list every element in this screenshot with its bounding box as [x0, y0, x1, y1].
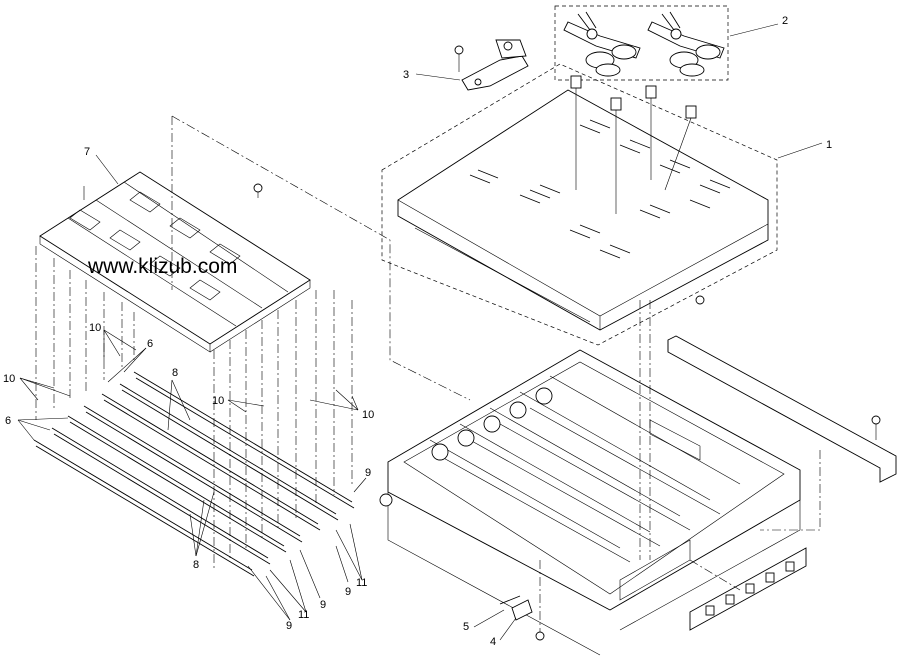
watermark-text: www.klizub.com: [87, 255, 237, 278]
callout-9-mid: 9: [320, 599, 326, 611]
connector-plate: [689, 547, 807, 631]
callout-8-lower: 8: [193, 559, 199, 571]
callout-10-left: 10: [3, 373, 15, 385]
side-rail: [667, 335, 897, 531]
callout-8-upper: 8: [172, 367, 178, 379]
callout-9-right: 9: [365, 467, 371, 479]
callout-3: 3: [403, 69, 409, 81]
part-3-bracket: [454, 39, 529, 91]
part-7-rail-frame: [39, 171, 311, 353]
clip-left: [563, 11, 641, 77]
callout-10-center: 10: [212, 395, 224, 407]
callout-11-low: 11: [298, 609, 309, 621]
callout-1: 1: [826, 139, 832, 151]
callout-6-left: 6: [5, 415, 11, 427]
callout-10-right: 10: [362, 409, 374, 421]
part-8-rollers: [33, 371, 355, 577]
main-chassis-frame: [379, 349, 801, 656]
callout-6-mid: 6: [147, 338, 153, 350]
alignment-lines-left: [35, 115, 471, 570]
part-4-5-sensor: [499, 560, 545, 641]
callouts: 1 2 3 4 5 6 6 7 8 8 9 9 9 9 10 10 10 10 …: [3, 15, 832, 648]
callout-4: 4: [490, 636, 496, 648]
part-2-clip-set: [554, 5, 729, 81]
callout-5: 5: [463, 621, 469, 633]
callout-7: 7: [84, 146, 90, 158]
callout-leaders: [17, 23, 823, 641]
clip-right: [647, 11, 725, 77]
callout-11-right: 11: [356, 577, 367, 589]
callout-9-bottom: 9: [286, 620, 292, 632]
cover-slots: [469, 119, 731, 259]
callout-9-low: 9: [345, 586, 351, 598]
callout-10-upper: 10: [89, 322, 101, 334]
callout-2: 2: [782, 15, 788, 27]
part-1-top-cover: [381, 63, 778, 346]
